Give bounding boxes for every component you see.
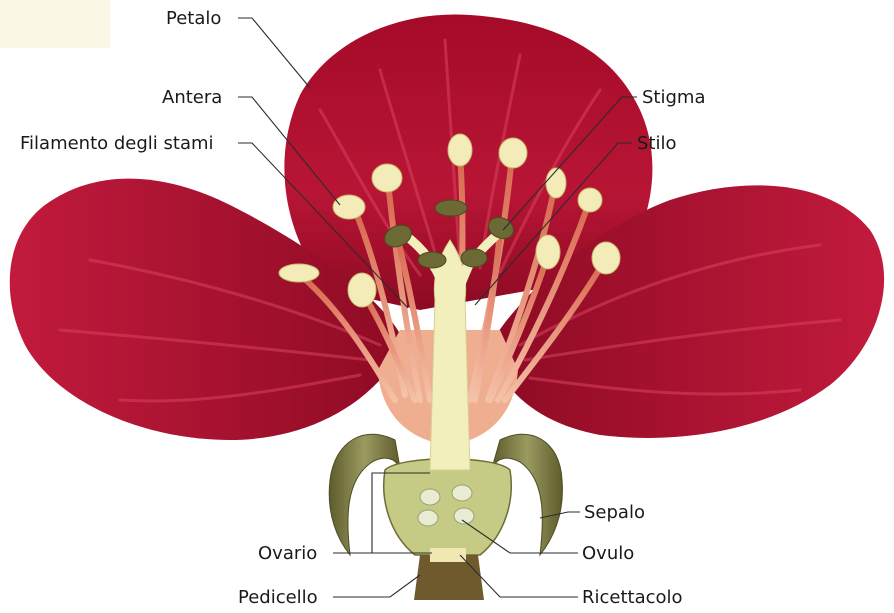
label-filamento-degli-stami: Filamento degli stami — [20, 133, 214, 154]
label-ovulo: Ovulo — [582, 543, 634, 564]
label-ricettacolo: Ricettacolo — [582, 587, 683, 608]
label-stigma: Stigma — [642, 87, 705, 108]
label-sepalo: Sepalo — [584, 502, 645, 523]
label-pedicello: Pedicello — [238, 587, 318, 608]
corner-tint — [0, 0, 110, 48]
label-petalo: Petalo — [166, 8, 221, 29]
label-antera: Antera — [162, 87, 222, 108]
label-ovario: Ovario — [258, 543, 317, 564]
label-stilo: Stilo — [637, 133, 677, 154]
